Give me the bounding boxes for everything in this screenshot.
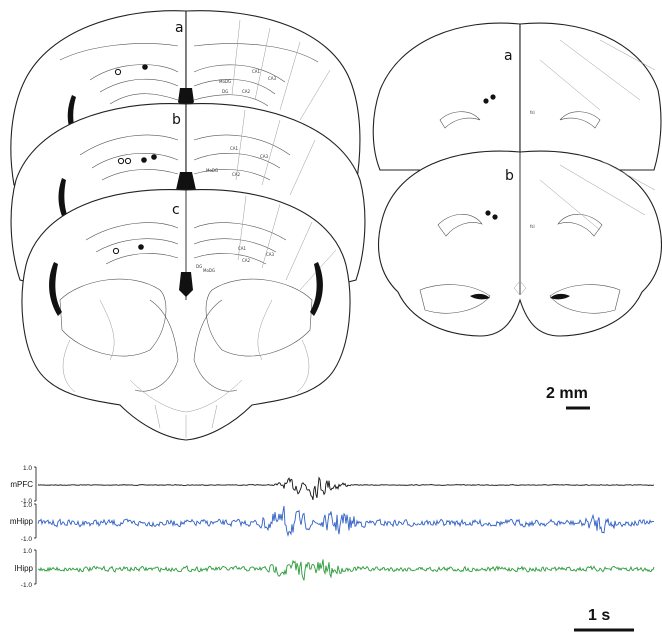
mhipp-trace — [37, 505, 655, 538]
fsl-label-a: fsl — [530, 110, 535, 115]
horizontal-section-b: fsl b — [377, 150, 662, 337]
coronal-label-b: b — [172, 112, 181, 128]
mpfc-label: mPFC — [10, 480, 33, 489]
mpfc-trace — [37, 476, 655, 500]
time-scale-label: 1 s — [588, 607, 610, 624]
svg-text:MoDG: MoDG — [206, 168, 218, 173]
trace-panel: 1.0 mPFC -1.0 1.0 mHipp -1.0 1.0 lHipp -… — [10, 465, 655, 589]
svg-text:MoDG: MoDG — [203, 268, 215, 273]
coronal-section-c: CA1 CA3 DG MoDG CA2 c — [21, 189, 351, 441]
lhipp-ymin: -1.0 — [21, 582, 33, 589]
fsl-label-b: fsl — [530, 224, 535, 229]
svg-text:CA2: CA2 — [232, 172, 241, 177]
svg-text:CA2: CA2 — [242, 89, 251, 94]
svg-text:MoDG: MoDG — [219, 79, 231, 84]
spatial-scale-label: 2 mm — [546, 385, 588, 402]
svg-text:CA3: CA3 — [268, 76, 277, 81]
mhipp-label: mHipp — [10, 517, 34, 526]
svg-text:CA3: CA3 — [266, 252, 275, 257]
lhipp-ymax: 1.0 — [23, 548, 32, 555]
svg-text:CA3: CA3 — [260, 154, 269, 159]
lhipp-trace — [37, 559, 655, 581]
mhipp-ymin: -1.0 — [21, 536, 33, 543]
horizontal-label-b: b — [505, 168, 514, 184]
svg-text:DG: DG — [222, 89, 228, 94]
mhipp-ymax: 1.0 — [23, 502, 32, 509]
svg-text:CA1: CA1 — [252, 69, 261, 74]
spatial-scale-bar: 2 mm — [546, 385, 590, 410]
svg-text:CA2: CA2 — [242, 258, 251, 263]
svg-text:CA1: CA1 — [238, 246, 247, 251]
svg-text:CA1: CA1 — [230, 146, 239, 151]
horizontal-section-a: fsl a — [372, 22, 662, 171]
coronal-label-c: c — [172, 202, 180, 218]
coronal-label-a: a — [175, 20, 184, 36]
mpfc-ymax: 1.0 — [23, 465, 32, 472]
lhipp-label: lHipp — [15, 564, 34, 573]
time-scale-bar: 1 s — [574, 607, 634, 632]
mpfc-ymin: -1.0 — [21, 498, 33, 505]
horizontal-label-a: a — [504, 48, 513, 64]
svg-text:DG: DG — [196, 264, 202, 269]
